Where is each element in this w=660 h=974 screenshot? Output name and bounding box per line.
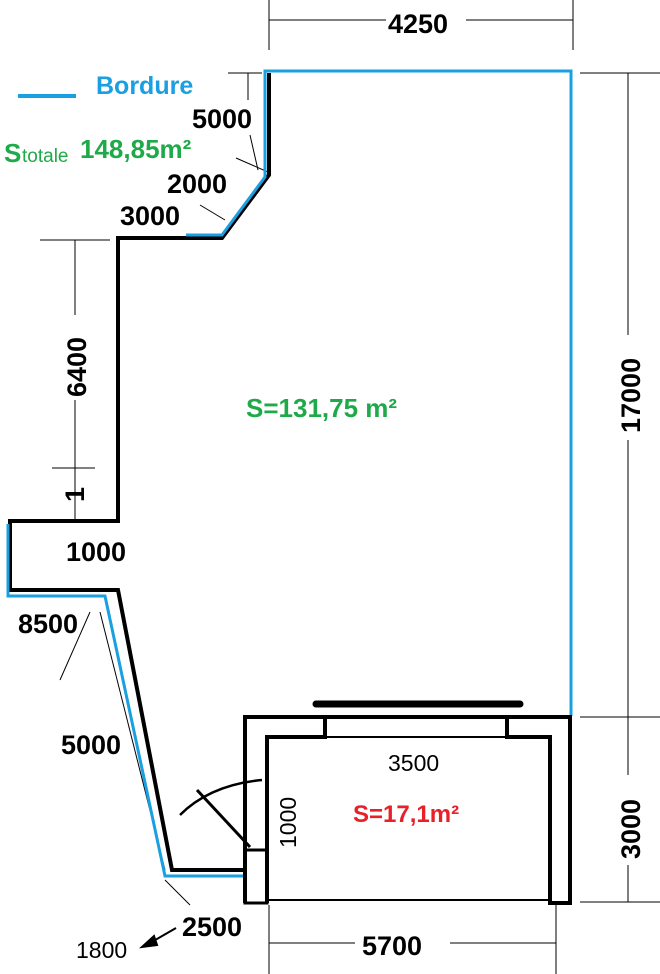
dim-top-width: 4250 [388, 9, 448, 39]
area-main: S=131,75 m² [246, 393, 397, 423]
main-outline [8, 73, 271, 872]
dim-bottom-left: 2500 [182, 912, 242, 942]
border-line-left [6, 524, 245, 878]
room-walls [243, 715, 572, 905]
total-area-value: 148,85m² [80, 134, 192, 164]
dimension-lines [10, 0, 660, 974]
dim-small-tick: 1 [60, 487, 90, 502]
dim-slanted: 5000 [61, 730, 121, 760]
dim-notch: 1000 [66, 537, 126, 567]
area-room: S=17,1m² [353, 801, 459, 828]
dim-upper-left-top: 5000 [192, 104, 252, 134]
dim-upper-step: 3000 [120, 201, 180, 231]
door [179, 778, 263, 849]
arrow-icon [138, 927, 177, 949]
border-line [186, 69, 573, 716]
dim-left-wall: 6400 [62, 337, 92, 397]
dim-bottom-width: 5700 [362, 931, 422, 961]
total-area-subscript: totale [22, 146, 68, 167]
dim-right-height: 17000 [616, 358, 646, 433]
legend-label: Bordure [96, 72, 193, 100]
dim-room-width: 3500 [388, 750, 439, 776]
dim-diagonal: 2000 [167, 169, 227, 199]
dim-bottom-arrow: 1800 [76, 937, 127, 963]
total-area-prefix: S [4, 138, 21, 168]
dim-room-height: 3000 [616, 799, 646, 859]
dim-lower-left: 8500 [18, 609, 78, 639]
dim-room-side: 1000 [275, 797, 301, 848]
